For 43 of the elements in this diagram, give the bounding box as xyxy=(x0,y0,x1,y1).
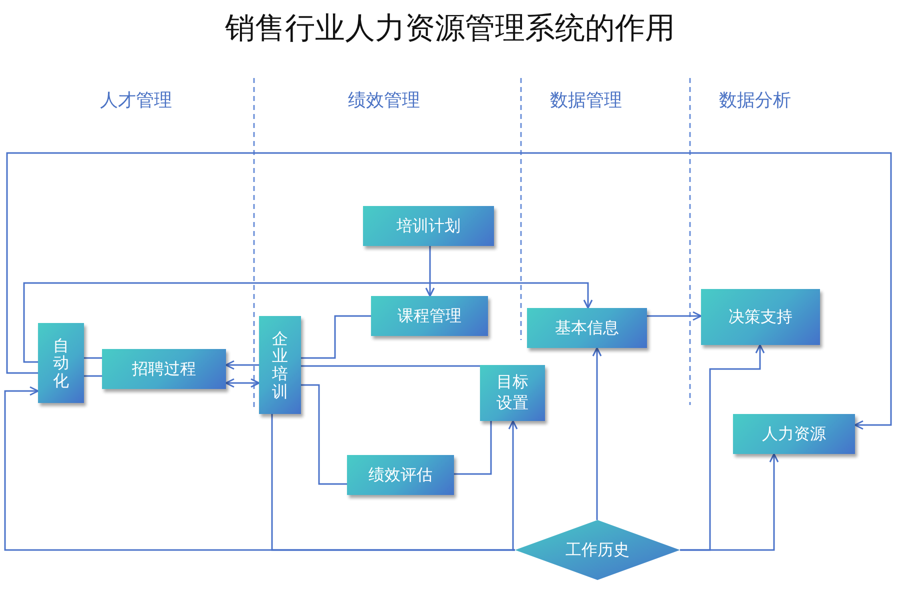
connector-line xyxy=(454,421,492,475)
diagram-title: 销售行业人力资源管理系统的作用 xyxy=(224,10,676,48)
process-box xyxy=(527,308,647,348)
process-box xyxy=(102,349,226,389)
arrow xyxy=(680,453,779,551)
decision-diamond xyxy=(515,520,680,580)
connector-line xyxy=(301,384,347,485)
node-label: 工作历史 xyxy=(566,540,630,560)
arrow xyxy=(425,246,435,297)
column-heading: 人才管理 xyxy=(100,89,172,112)
connector-line xyxy=(84,375,102,377)
process-box xyxy=(259,316,301,414)
node-label: 人力资源 xyxy=(762,424,826,444)
process-box xyxy=(480,365,545,421)
process-box xyxy=(347,455,454,495)
arrow xyxy=(23,282,593,363)
node-label: 培训计划 xyxy=(396,216,460,236)
column-heading: 数据管理 xyxy=(550,89,622,112)
node-label: 决策支持 xyxy=(728,306,792,328)
node-label: 基本信息 xyxy=(555,318,619,338)
connector-line xyxy=(301,365,480,367)
process-box xyxy=(733,414,855,454)
connector-line xyxy=(271,414,515,551)
node-label: 绩效评估 xyxy=(368,464,432,486)
arrow xyxy=(225,378,260,388)
column-heading: 数据分析 xyxy=(719,89,791,112)
process-box xyxy=(363,206,494,246)
node-label: 课程管理 xyxy=(398,306,462,326)
process-box xyxy=(38,323,84,403)
node-label: 企业培训 xyxy=(272,330,288,400)
process-box xyxy=(371,296,488,336)
arrow xyxy=(592,347,602,520)
connector-line xyxy=(301,315,371,359)
node-label: 自动化 xyxy=(53,336,69,390)
column-heading: 绩效管理 xyxy=(348,89,420,112)
connector-line xyxy=(84,357,102,359)
node-label: 目标设置 xyxy=(496,372,528,414)
arrow xyxy=(647,311,702,321)
node-label: 招聘过程 xyxy=(132,358,196,380)
arrow xyxy=(6,152,892,430)
arrow xyxy=(225,360,259,370)
arrow xyxy=(508,420,518,551)
process-box xyxy=(701,289,820,345)
